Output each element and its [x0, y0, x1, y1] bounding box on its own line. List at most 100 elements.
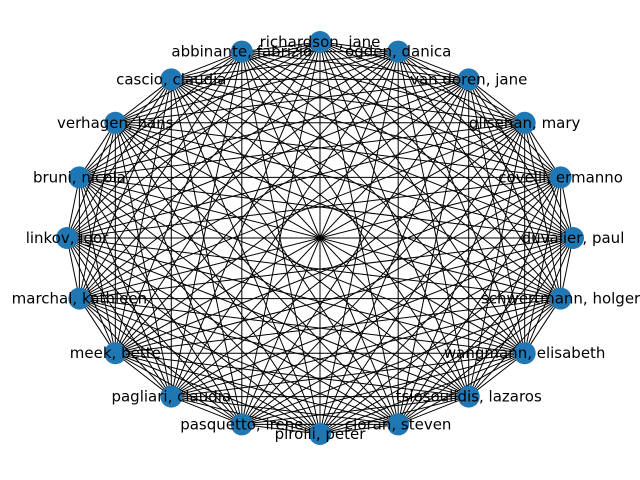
graph-edge [241, 51, 469, 80]
graph-edge [66, 237, 321, 435]
graph-edge [79, 298, 172, 397]
node-label: wangmann, elisabeth [444, 344, 606, 362]
graph-edge [115, 176, 561, 354]
graph-edge [79, 51, 243, 178]
graph-edge [78, 177, 172, 397]
graph-edge [171, 78, 574, 239]
graph-edge [78, 177, 116, 354]
graph-edge [170, 122, 525, 397]
graph-edge [66, 237, 172, 397]
graph-edge [468, 79, 526, 354]
graph-edge [66, 79, 172, 239]
node-label: meek, bette [70, 344, 161, 362]
graph-edge [241, 396, 469, 425]
graph-edge [397, 51, 561, 178]
graph-edge [171, 78, 561, 178]
node-label: glisenan, mary [469, 114, 581, 132]
graph-edge [79, 51, 399, 178]
graph-node [56, 227, 78, 249]
graph-edge [78, 177, 243, 425]
graph-edge [115, 122, 574, 239]
graph-edge [468, 79, 525, 124]
graph-edges [66, 41, 574, 435]
graph-node [549, 287, 572, 310]
node-label: marchal, kathleen [12, 290, 147, 308]
graph-edge [319, 41, 525, 124]
node-label: duvalier, paul [522, 229, 625, 247]
node-label: linkov, igor [26, 229, 109, 247]
graph-edge [319, 237, 574, 435]
node-label: pagliari, claudia [111, 388, 231, 406]
graph-edge [115, 122, 470, 397]
graph-edge [115, 78, 469, 124]
graph-edge [468, 79, 574, 239]
node-label: schwertmann, holger [481, 290, 640, 308]
graph-edge [79, 237, 574, 300]
graph-edge [79, 298, 469, 398]
graph-edge [241, 51, 321, 435]
graph-node [160, 385, 183, 408]
graph-node [513, 342, 536, 365]
graph-edge [397, 51, 469, 80]
graph-nodes [56, 31, 584, 445]
graph-edge [319, 41, 574, 239]
graph-edge [524, 177, 562, 354]
graph-edge [79, 298, 243, 425]
graph-edge [241, 51, 561, 178]
graph-edge [66, 41, 321, 239]
node-label: tsiosoulidis, lazaros [396, 388, 542, 406]
graph-edge [524, 122, 562, 299]
graph-node [309, 423, 331, 445]
graph-edge [79, 176, 574, 239]
graph-edge [241, 79, 470, 425]
graph-node [457, 68, 480, 91]
graph-edge [79, 177, 321, 435]
graph-edge [170, 51, 243, 397]
graph-edge [114, 122, 321, 435]
graph-edge [114, 122, 243, 425]
graph-edge [66, 237, 561, 300]
graph-edge [319, 41, 399, 53]
graph-edge [78, 51, 243, 299]
node-label: richardson, jane [260, 33, 381, 51]
graph-edge [79, 79, 172, 178]
node-label: bruni, nicola [33, 168, 126, 186]
graph-edge [114, 122, 172, 397]
graph-edge [241, 51, 574, 239]
node-label: verhagen, hans [57, 114, 174, 132]
graph-edge [241, 423, 321, 435]
graph-edge [171, 396, 243, 425]
graph-edge [241, 41, 321, 425]
node-label: cascio, claudia [116, 70, 226, 88]
graph-edge [66, 176, 561, 239]
graph-edge [115, 122, 561, 300]
graph-node [562, 227, 584, 249]
graph-edge [79, 298, 399, 425]
graph-edge [79, 122, 525, 300]
graph-edge [66, 51, 243, 239]
graph-node [387, 40, 410, 63]
graph-edge [115, 352, 399, 425]
graph-edge [170, 79, 321, 435]
graph-edge [468, 352, 525, 397]
graph-edge [170, 79, 399, 425]
graph-edge [78, 79, 172, 299]
graph-node [230, 40, 253, 63]
graph-node [160, 68, 183, 91]
graph-node [104, 111, 127, 134]
graph-node [549, 166, 572, 189]
graph-edge [115, 41, 321, 124]
graph-edge [170, 79, 243, 425]
graph-edge [115, 352, 469, 398]
graph-node [387, 413, 410, 436]
node-label: covelli, ermanno [498, 168, 623, 186]
graph-edge [115, 79, 470, 354]
graph-edge [114, 51, 243, 354]
graph-edge [115, 352, 172, 397]
graph-edge [397, 396, 469, 425]
graph-node [68, 287, 91, 310]
graph-edge [66, 122, 116, 239]
graph-edge [170, 79, 525, 354]
graph-edge [241, 41, 321, 53]
